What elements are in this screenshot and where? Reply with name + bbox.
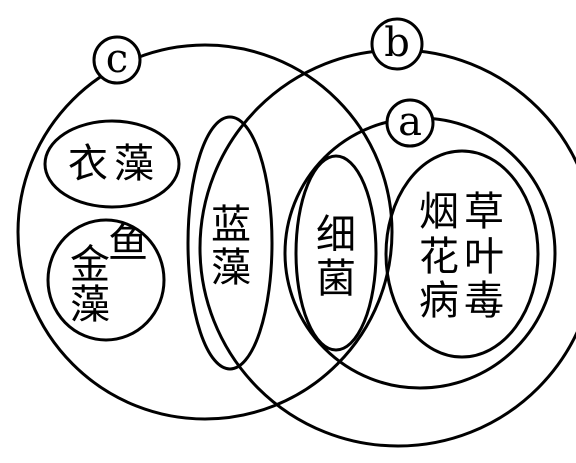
xijun-label: 细 菌 bbox=[316, 212, 356, 302]
yancao-label: 烟 草 花 叶 病 毒 bbox=[419, 189, 504, 324]
svg-text:花: 花 bbox=[419, 234, 459, 280]
set-b-circle bbox=[198, 48, 576, 448]
label-a-badge: a bbox=[385, 98, 435, 148]
svg-text:菌: 菌 bbox=[316, 256, 356, 302]
svg-text:烟: 烟 bbox=[419, 189, 459, 235]
label-a-text: a bbox=[398, 99, 422, 145]
yancao-ellipse bbox=[384, 149, 540, 359]
svg-text:病: 病 bbox=[419, 278, 459, 324]
lanzao-ellipse bbox=[186, 115, 274, 371]
label-b-badge: b bbox=[370, 17, 424, 71]
jinyuzao-label: 金 鱼 藻 bbox=[70, 221, 148, 328]
label-b-text: b bbox=[384, 20, 410, 66]
jinyuzao-ellipse bbox=[46, 218, 166, 342]
label-c-badge: c bbox=[92, 35, 142, 85]
svg-text:鱼: 鱼 bbox=[108, 221, 148, 267]
svg-text:藻: 藻 bbox=[211, 245, 251, 291]
svg-text:藻: 藻 bbox=[70, 282, 110, 328]
svg-text:蓝: 蓝 bbox=[211, 202, 251, 248]
xijun-ellipse bbox=[294, 154, 378, 352]
svg-text:衣: 衣 bbox=[68, 141, 108, 187]
label-c-text: c bbox=[106, 36, 128, 82]
svg-text:细: 细 bbox=[316, 212, 356, 258]
set-c-circle bbox=[16, 43, 394, 421]
svg-text:毒: 毒 bbox=[464, 278, 504, 324]
svg-text:藻: 藻 bbox=[114, 141, 154, 187]
yizao-ellipse bbox=[43, 119, 181, 209]
svg-text:草: 草 bbox=[464, 189, 504, 235]
yizao-label: 衣 藻 bbox=[68, 141, 154, 187]
lanzao-label: 蓝 藻 bbox=[211, 202, 251, 291]
svg-text:金: 金 bbox=[70, 242, 110, 288]
svg-text:叶: 叶 bbox=[464, 234, 504, 280]
